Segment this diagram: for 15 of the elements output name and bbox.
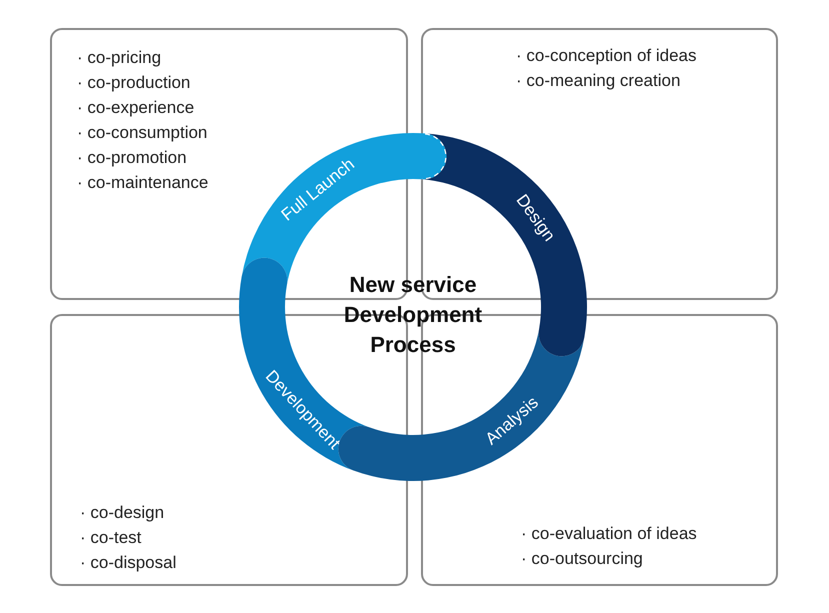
bullet-item: · co-outsourcing <box>521 549 643 569</box>
bullet-item: · co-maintenance <box>77 173 208 193</box>
bullet-item: · co-production <box>77 73 190 93</box>
ring-segment <box>338 329 584 481</box>
bullet-item: · co-conception of ideas <box>516 46 696 66</box>
bullet-item: · co-meaning creation <box>516 71 680 91</box>
bullet-item: · co-experience <box>77 98 194 118</box>
bullet-item: · co-design <box>80 503 164 523</box>
bullet-item: · co-disposal <box>80 553 176 573</box>
bullet-item: · co-consumption <box>77 123 208 143</box>
center-title: New service Development Process <box>323 270 503 360</box>
bullet-item: · co-pricing <box>77 48 162 68</box>
bullet-item: · co-promotion <box>77 148 187 168</box>
bullet-item: · co-evaluation of ideas <box>521 524 697 544</box>
bullet-item: · co-test <box>80 528 142 548</box>
